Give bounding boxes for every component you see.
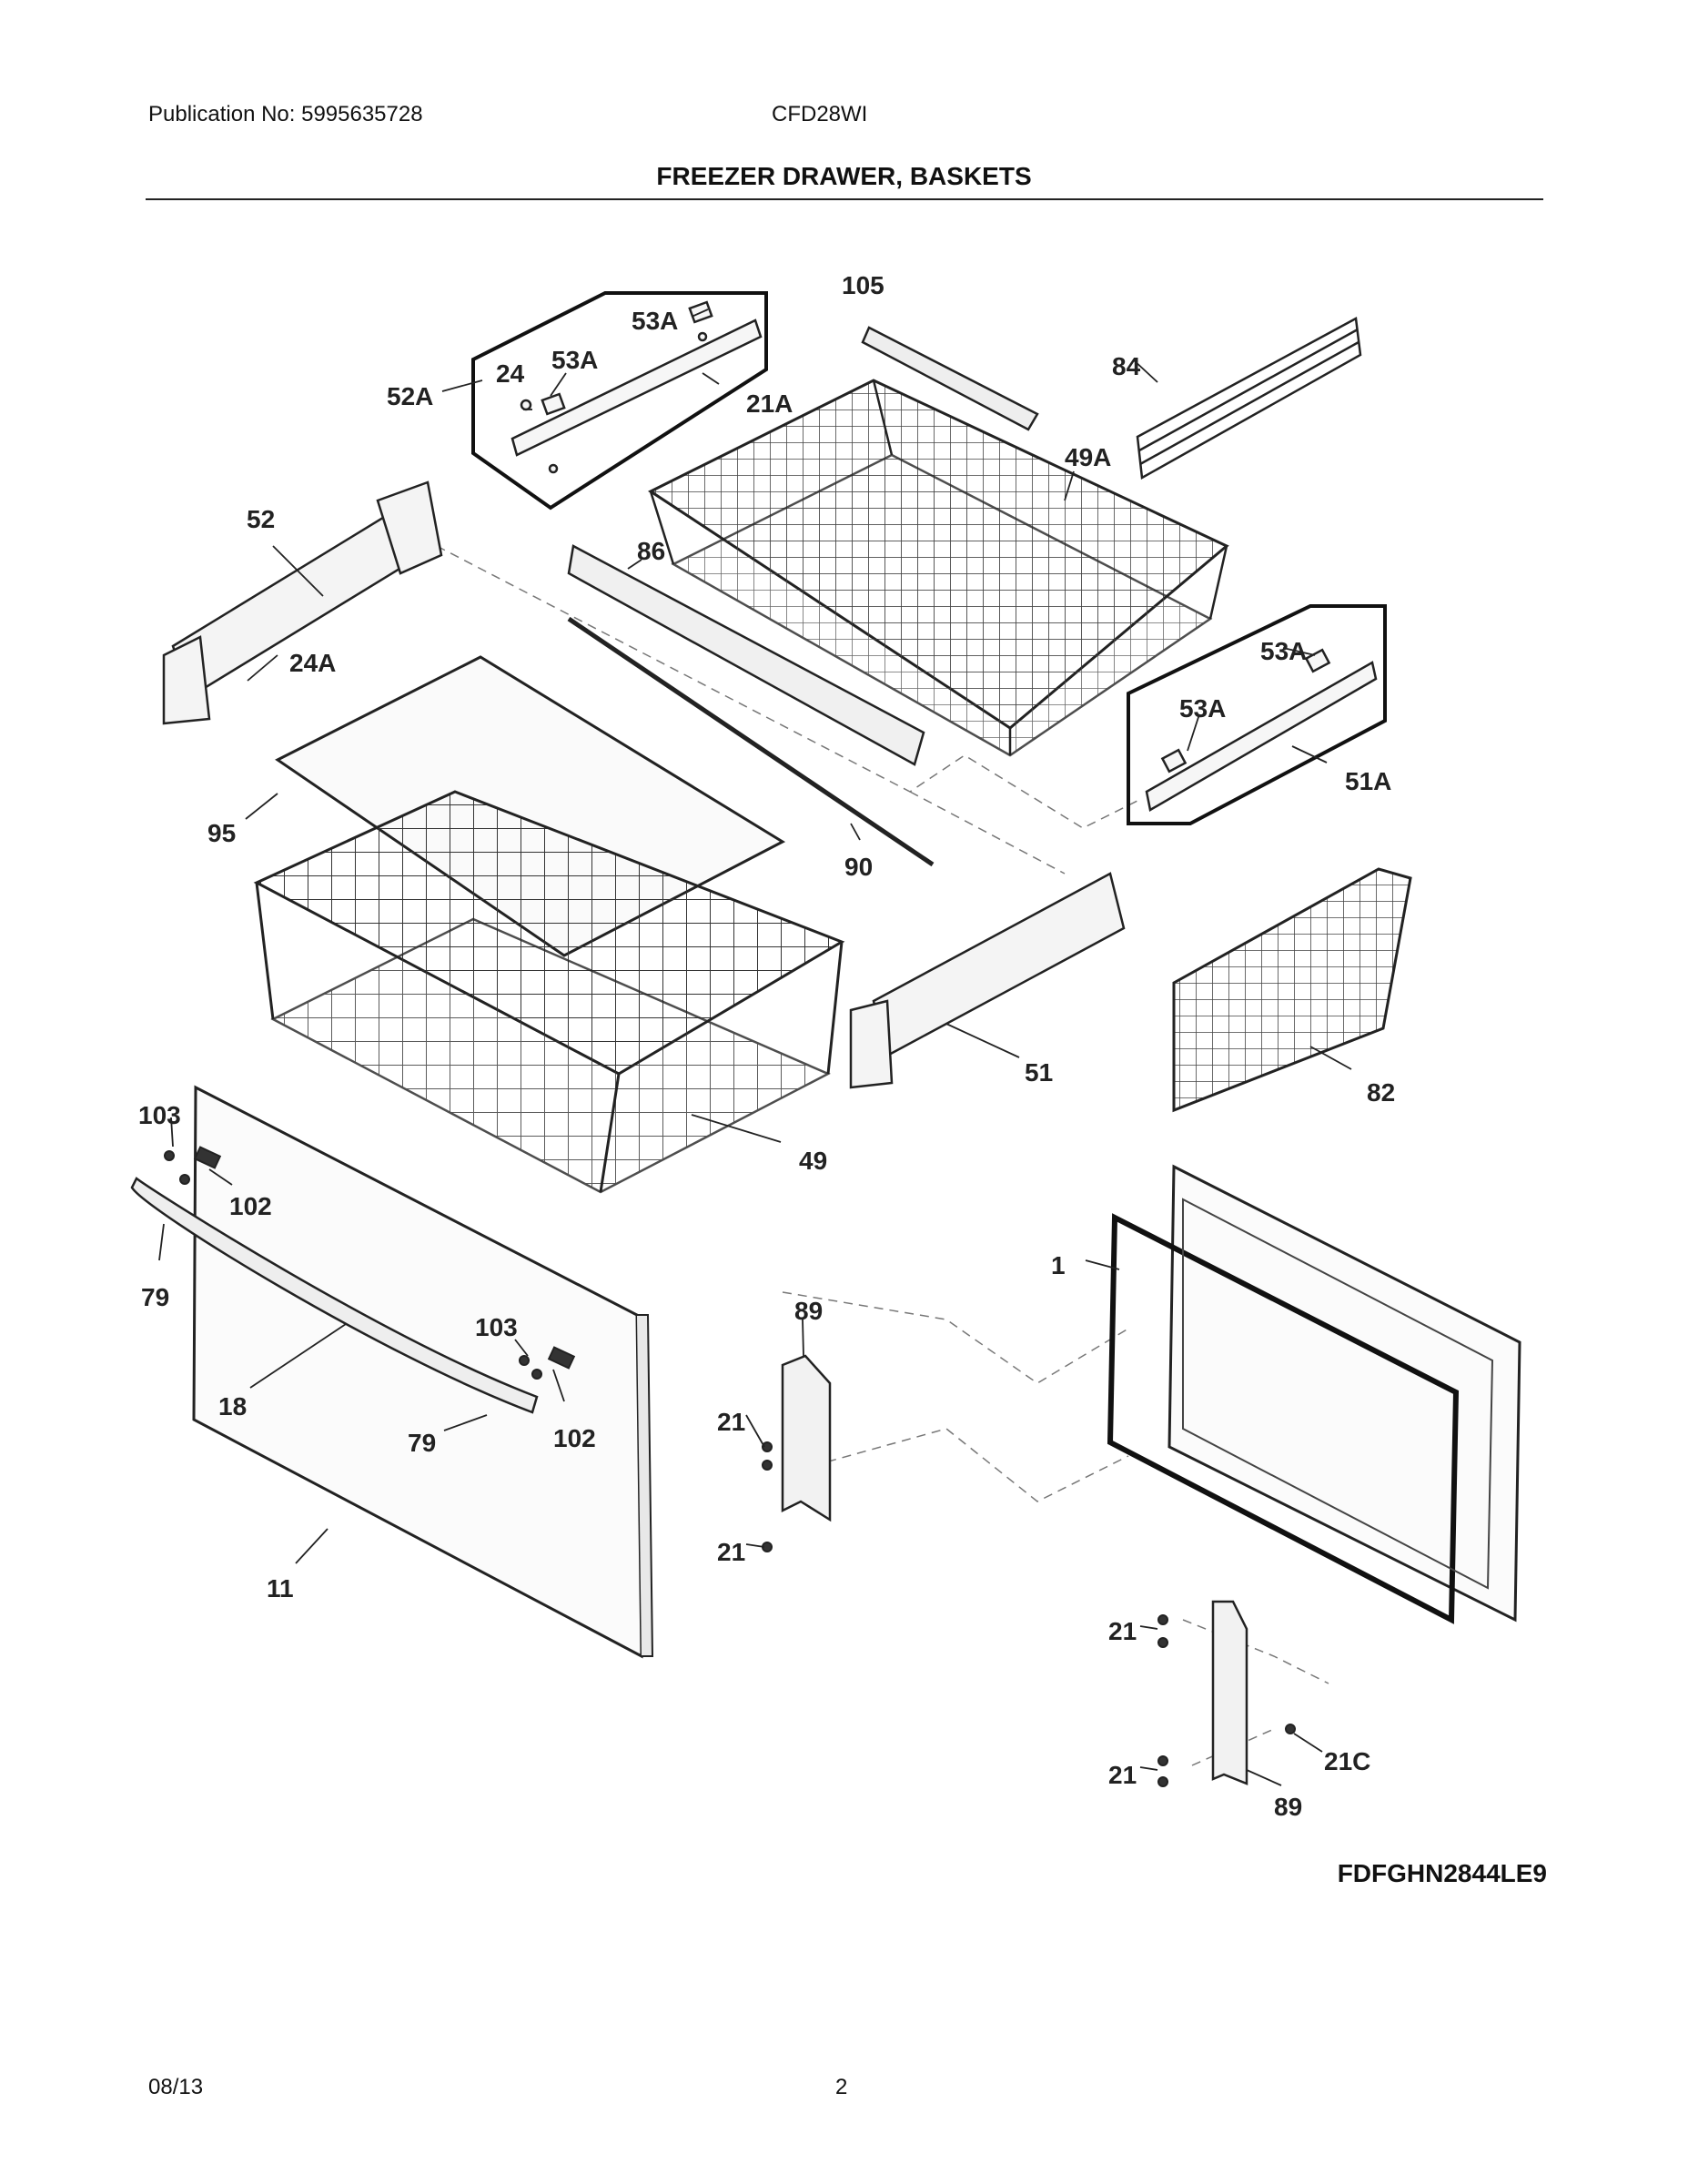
header-rule bbox=[146, 198, 1543, 200]
label-52: 52 bbox=[247, 505, 275, 533]
label-103-right: 103 bbox=[475, 1313, 518, 1341]
label-86: 86 bbox=[637, 537, 665, 565]
label-24a: 24A bbox=[289, 649, 336, 677]
label-53a-mid: 53A bbox=[551, 346, 598, 374]
part-90-strip bbox=[567, 616, 935, 867]
leader-lines bbox=[158, 308, 1352, 1786]
label-52a: 52A bbox=[387, 382, 433, 410]
page-title: FREEZER DRAWER, BASKETS bbox=[656, 162, 1032, 190]
door-liner-1 bbox=[1107, 1164, 1521, 1624]
part-51-slide bbox=[849, 872, 1126, 1089]
bracket-89-upper bbox=[781, 1354, 832, 1522]
label-53a-top: 53A bbox=[632, 307, 678, 335]
label-105: 105 bbox=[842, 271, 884, 299]
label-21c: 21C bbox=[1324, 1747, 1370, 1775]
label-102-right: 102 bbox=[553, 1424, 596, 1452]
label-51a: 51A bbox=[1345, 767, 1391, 795]
handle-18 bbox=[130, 1177, 539, 1414]
inset-box-51a bbox=[1127, 604, 1387, 825]
publication-number: Publication No: 5995635728 bbox=[148, 102, 423, 126]
label-79-right: 79 bbox=[408, 1429, 436, 1457]
label-103-left: 103 bbox=[138, 1101, 181, 1129]
label-49a: 49A bbox=[1065, 443, 1111, 471]
label-53a-right-1: 53A bbox=[1260, 637, 1307, 665]
model-number: CFD28WI bbox=[772, 102, 868, 126]
part-86-bar bbox=[567, 544, 925, 766]
slide-rail-51a bbox=[1145, 648, 1378, 812]
label-21a: 21A bbox=[746, 389, 793, 418]
label-1: 1 bbox=[1051, 1251, 1066, 1279]
inset-box-52a bbox=[471, 291, 768, 511]
label-21-bottom: 21 bbox=[1108, 1761, 1137, 1789]
label-95: 95 bbox=[207, 819, 236, 847]
label-49: 49 bbox=[799, 1147, 827, 1175]
fasteners bbox=[164, 1146, 1296, 1787]
basket-49a bbox=[647, 379, 1229, 757]
label-79-left: 79 bbox=[141, 1283, 169, 1311]
part-52-slide bbox=[162, 480, 443, 725]
label-89-upper: 89 bbox=[794, 1297, 823, 1325]
label-89-lower: 89 bbox=[1274, 1793, 1302, 1821]
label-21-upper: 21 bbox=[717, 1408, 745, 1436]
label-53a-right-2: 53A bbox=[1179, 694, 1226, 723]
label-24: 24 bbox=[496, 359, 525, 388]
footer-date: 08/13 bbox=[148, 2075, 204, 2099]
part-82-divider bbox=[1172, 867, 1412, 1113]
label-51: 51 bbox=[1025, 1058, 1053, 1087]
diagram-code: FDFGHN2844LE9 bbox=[1337, 1859, 1547, 1887]
footer-page-number: 2 bbox=[835, 2075, 848, 2099]
label-11: 11 bbox=[267, 1574, 294, 1603]
label-102-left: 102 bbox=[229, 1192, 272, 1220]
label-82: 82 bbox=[1367, 1078, 1395, 1107]
bracket-89-lower bbox=[1211, 1600, 1248, 1785]
part-84-divider bbox=[1136, 317, 1362, 480]
label-18: 18 bbox=[218, 1392, 247, 1421]
label-21-lower: 21 bbox=[1108, 1617, 1137, 1645]
label-21-mid: 21 bbox=[717, 1538, 745, 1566]
label-84: 84 bbox=[1112, 352, 1141, 380]
label-90: 90 bbox=[844, 853, 873, 881]
basket-49 bbox=[253, 790, 845, 1194]
drawer-front-11 bbox=[192, 1085, 654, 1659]
part-105-bar bbox=[861, 326, 1039, 431]
slide-rail-52a bbox=[510, 300, 763, 474]
